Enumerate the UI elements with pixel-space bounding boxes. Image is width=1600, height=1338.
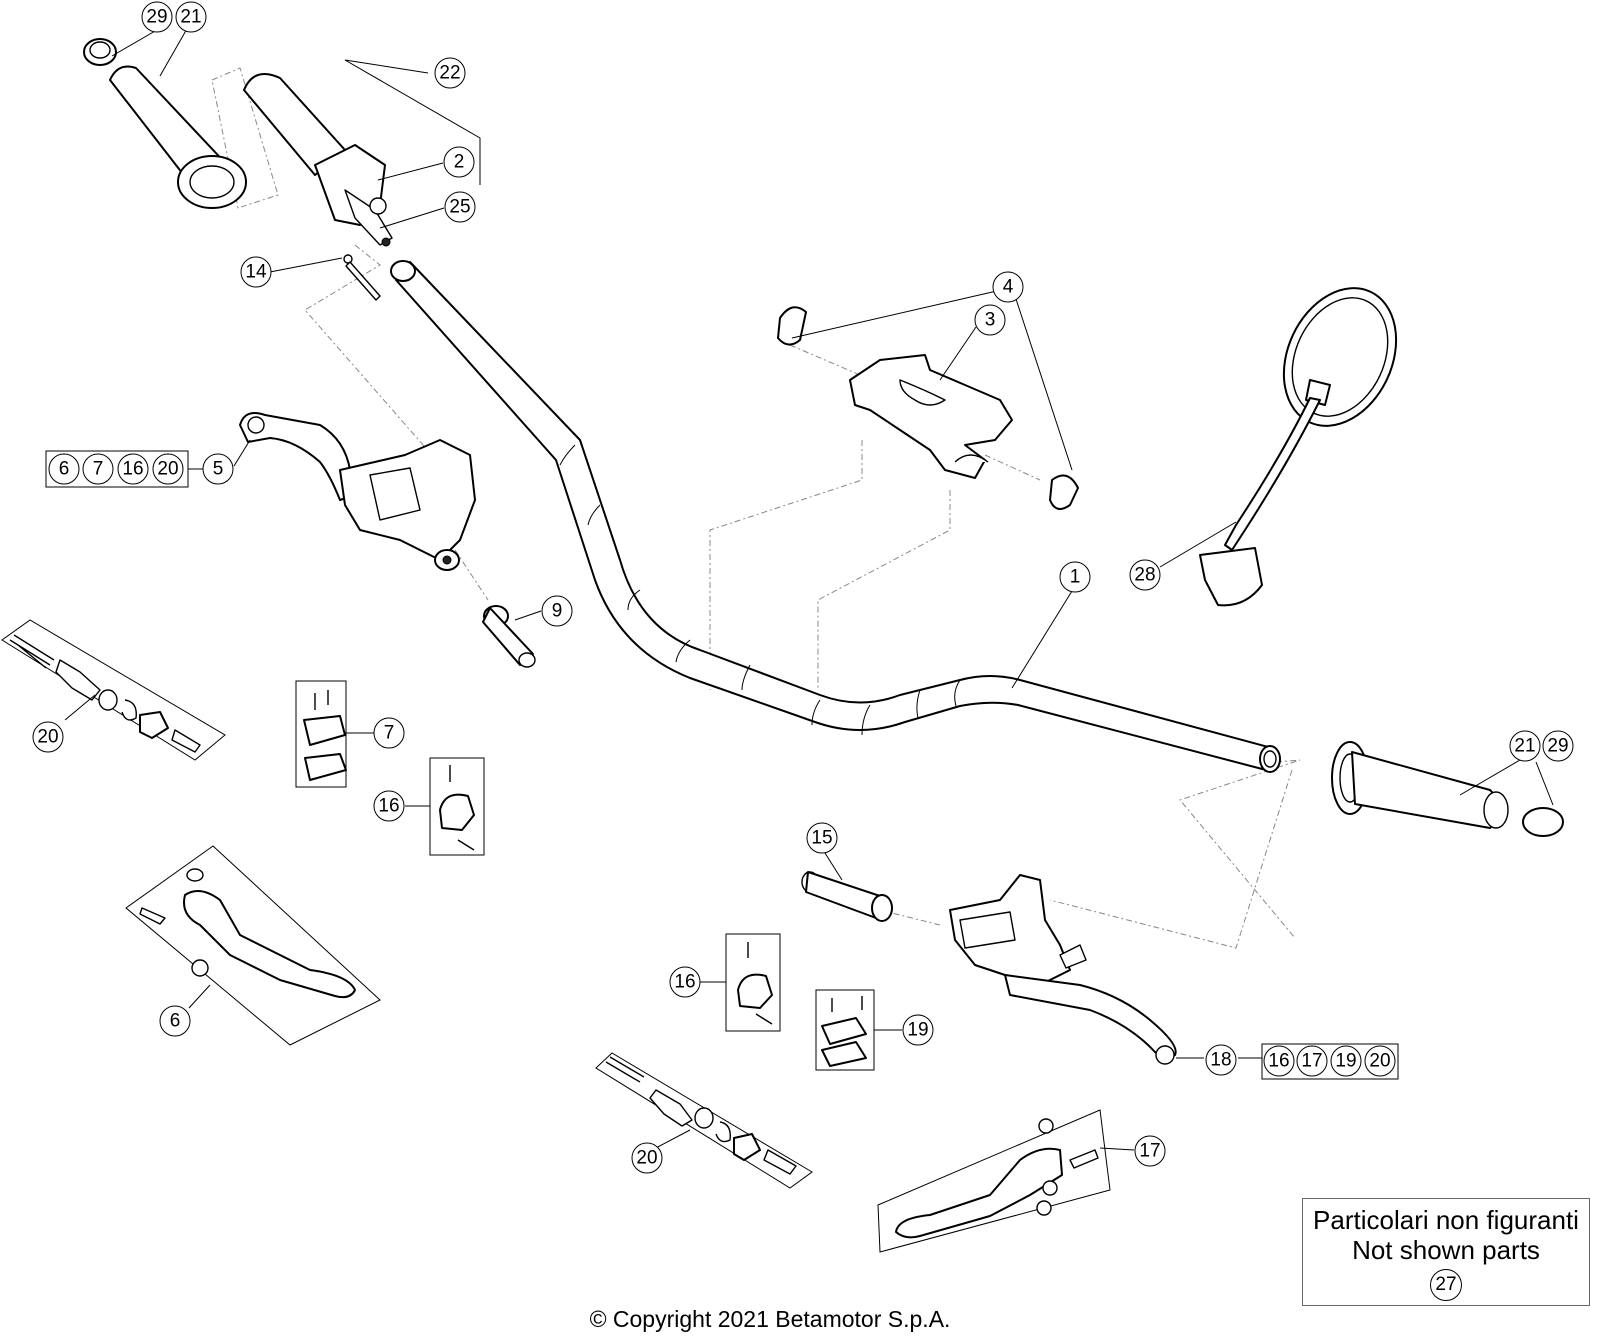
callout-7-group5: 7 <box>82 453 114 485</box>
callout-6-group5: 6 <box>48 453 80 485</box>
throttle-assembly-part-22 <box>243 73 393 247</box>
svg-text:1: 1 <box>1070 567 1081 588</box>
lever-part-6 <box>125 845 381 1046</box>
pin-part-14 <box>343 254 381 301</box>
svg-text:17: 17 <box>1301 1051 1322 1072</box>
svg-text:29: 29 <box>146 7 167 28</box>
clip-part-4b <box>1049 474 1079 510</box>
master-cylinder-kit-part-20-left <box>1 619 226 761</box>
callout-15: 15 <box>806 822 838 854</box>
callout-28: 28 <box>1129 559 1161 591</box>
callout-20-left: 20 <box>32 721 64 753</box>
callout-1: 1 <box>1059 561 1091 593</box>
svg-text:29: 29 <box>1547 736 1568 757</box>
svg-text:19: 19 <box>1335 1051 1356 1072</box>
master-cylinder-kit-part-20-right <box>595 1052 813 1189</box>
clamp-kit-part-16-left <box>429 757 485 856</box>
note-italian: Particolari non figuranti <box>1313 1205 1579 1235</box>
callout-2: 2 <box>443 146 475 178</box>
svg-text:15: 15 <box>811 828 832 849</box>
svg-text:17: 17 <box>1139 1141 1160 1162</box>
note-english: Not shown parts <box>1352 1235 1540 1265</box>
callout-22: 22 <box>434 57 466 89</box>
callout-9: 9 <box>541 595 573 627</box>
callout-5: 5 <box>202 453 234 485</box>
svg-text:25: 25 <box>449 197 470 218</box>
svg-text:20: 20 <box>1369 1051 1390 1072</box>
callout-16-right: 16 <box>669 966 701 998</box>
sleeve-part-15 <box>801 871 893 922</box>
callout-17: 17 <box>1134 1135 1166 1167</box>
svg-text:3: 3 <box>985 310 996 331</box>
bar-clamp-part-3 <box>849 354 1013 479</box>
mirror-part-28 <box>1199 287 1398 607</box>
group-box-18 <box>1261 1043 1399 1080</box>
callout-20-group18: 20 <box>1364 1045 1396 1077</box>
clip-part-4a <box>777 306 807 346</box>
svg-text:21: 21 <box>180 7 201 28</box>
cover-kit-part-19 <box>815 989 875 1071</box>
svg-text:16: 16 <box>122 459 143 480</box>
callout-18: 18 <box>1205 1044 1237 1076</box>
svg-text:14: 14 <box>245 262 267 283</box>
sleeve-part-9 <box>482 605 536 668</box>
svg-text:28: 28 <box>1134 565 1155 586</box>
svg-text:6: 6 <box>59 459 70 480</box>
callout-29-top: 29 <box>141 1 173 33</box>
not-shown-parts-box: Particolari non figuranti Not shown part… <box>1302 1198 1590 1306</box>
callout-21-right: 21 <box>1509 730 1541 762</box>
handlebar-part-1 <box>390 260 1281 773</box>
callout-27: 27 <box>1430 1269 1462 1301</box>
svg-text:16: 16 <box>674 972 695 993</box>
callout-14: 14 <box>240 256 272 288</box>
svg-text:20: 20 <box>37 727 58 748</box>
leader-lines <box>64 26 1554 1151</box>
lever-part-17 <box>877 1109 1111 1253</box>
svg-text:18: 18 <box>1210 1050 1231 1071</box>
callout-3: 3 <box>974 304 1006 336</box>
callout-4: 4 <box>992 271 1024 303</box>
callout-16-left: 16 <box>373 790 405 822</box>
callout-16-group18: 16 <box>1263 1045 1295 1077</box>
svg-text:16: 16 <box>378 796 399 817</box>
svg-text:5: 5 <box>213 459 224 480</box>
assembly-lines <box>211 67 1301 949</box>
brake-master-part-18 <box>949 874 1177 1065</box>
callout-19: 19 <box>902 1014 934 1046</box>
callout-17-group18: 17 <box>1296 1045 1328 1077</box>
svg-text:6: 6 <box>170 1011 181 1032</box>
svg-text:19: 19 <box>907 1020 928 1041</box>
svg-text:7: 7 <box>93 459 104 480</box>
callout-16-group5: 16 <box>117 453 149 485</box>
callout-20-right: 20 <box>631 1142 663 1174</box>
callout-6: 6 <box>159 1005 191 1037</box>
svg-text:2: 2 <box>454 152 465 173</box>
callout-29-right: 29 <box>1542 730 1574 762</box>
svg-text:20: 20 <box>636 1148 657 1169</box>
svg-text:16: 16 <box>1268 1051 1289 1072</box>
callout-21-top: 21 <box>175 1 207 33</box>
clamp-kit-part-16-right <box>725 933 781 1032</box>
left-grip-part-21 <box>83 38 247 209</box>
svg-text:4: 4 <box>1003 277 1014 298</box>
svg-text:22: 22 <box>439 63 460 84</box>
copyright-notice: © Copyright 2021 Betamotor S.p.A. <box>589 1306 951 1332</box>
svg-text:9: 9 <box>552 601 563 622</box>
callout-19-group18: 19 <box>1330 1045 1362 1077</box>
cover-kit-part-7 <box>295 680 347 788</box>
svg-text:7: 7 <box>384 723 395 744</box>
callout-25: 25 <box>444 191 476 223</box>
callout-20-group5: 20 <box>152 453 184 485</box>
right-grip-part-21 <box>1331 741 1564 837</box>
svg-text:20: 20 <box>157 459 178 480</box>
clutch-master-part-5 <box>239 412 476 571</box>
svg-text:21: 21 <box>1514 736 1535 757</box>
callout-7: 7 <box>373 717 405 749</box>
